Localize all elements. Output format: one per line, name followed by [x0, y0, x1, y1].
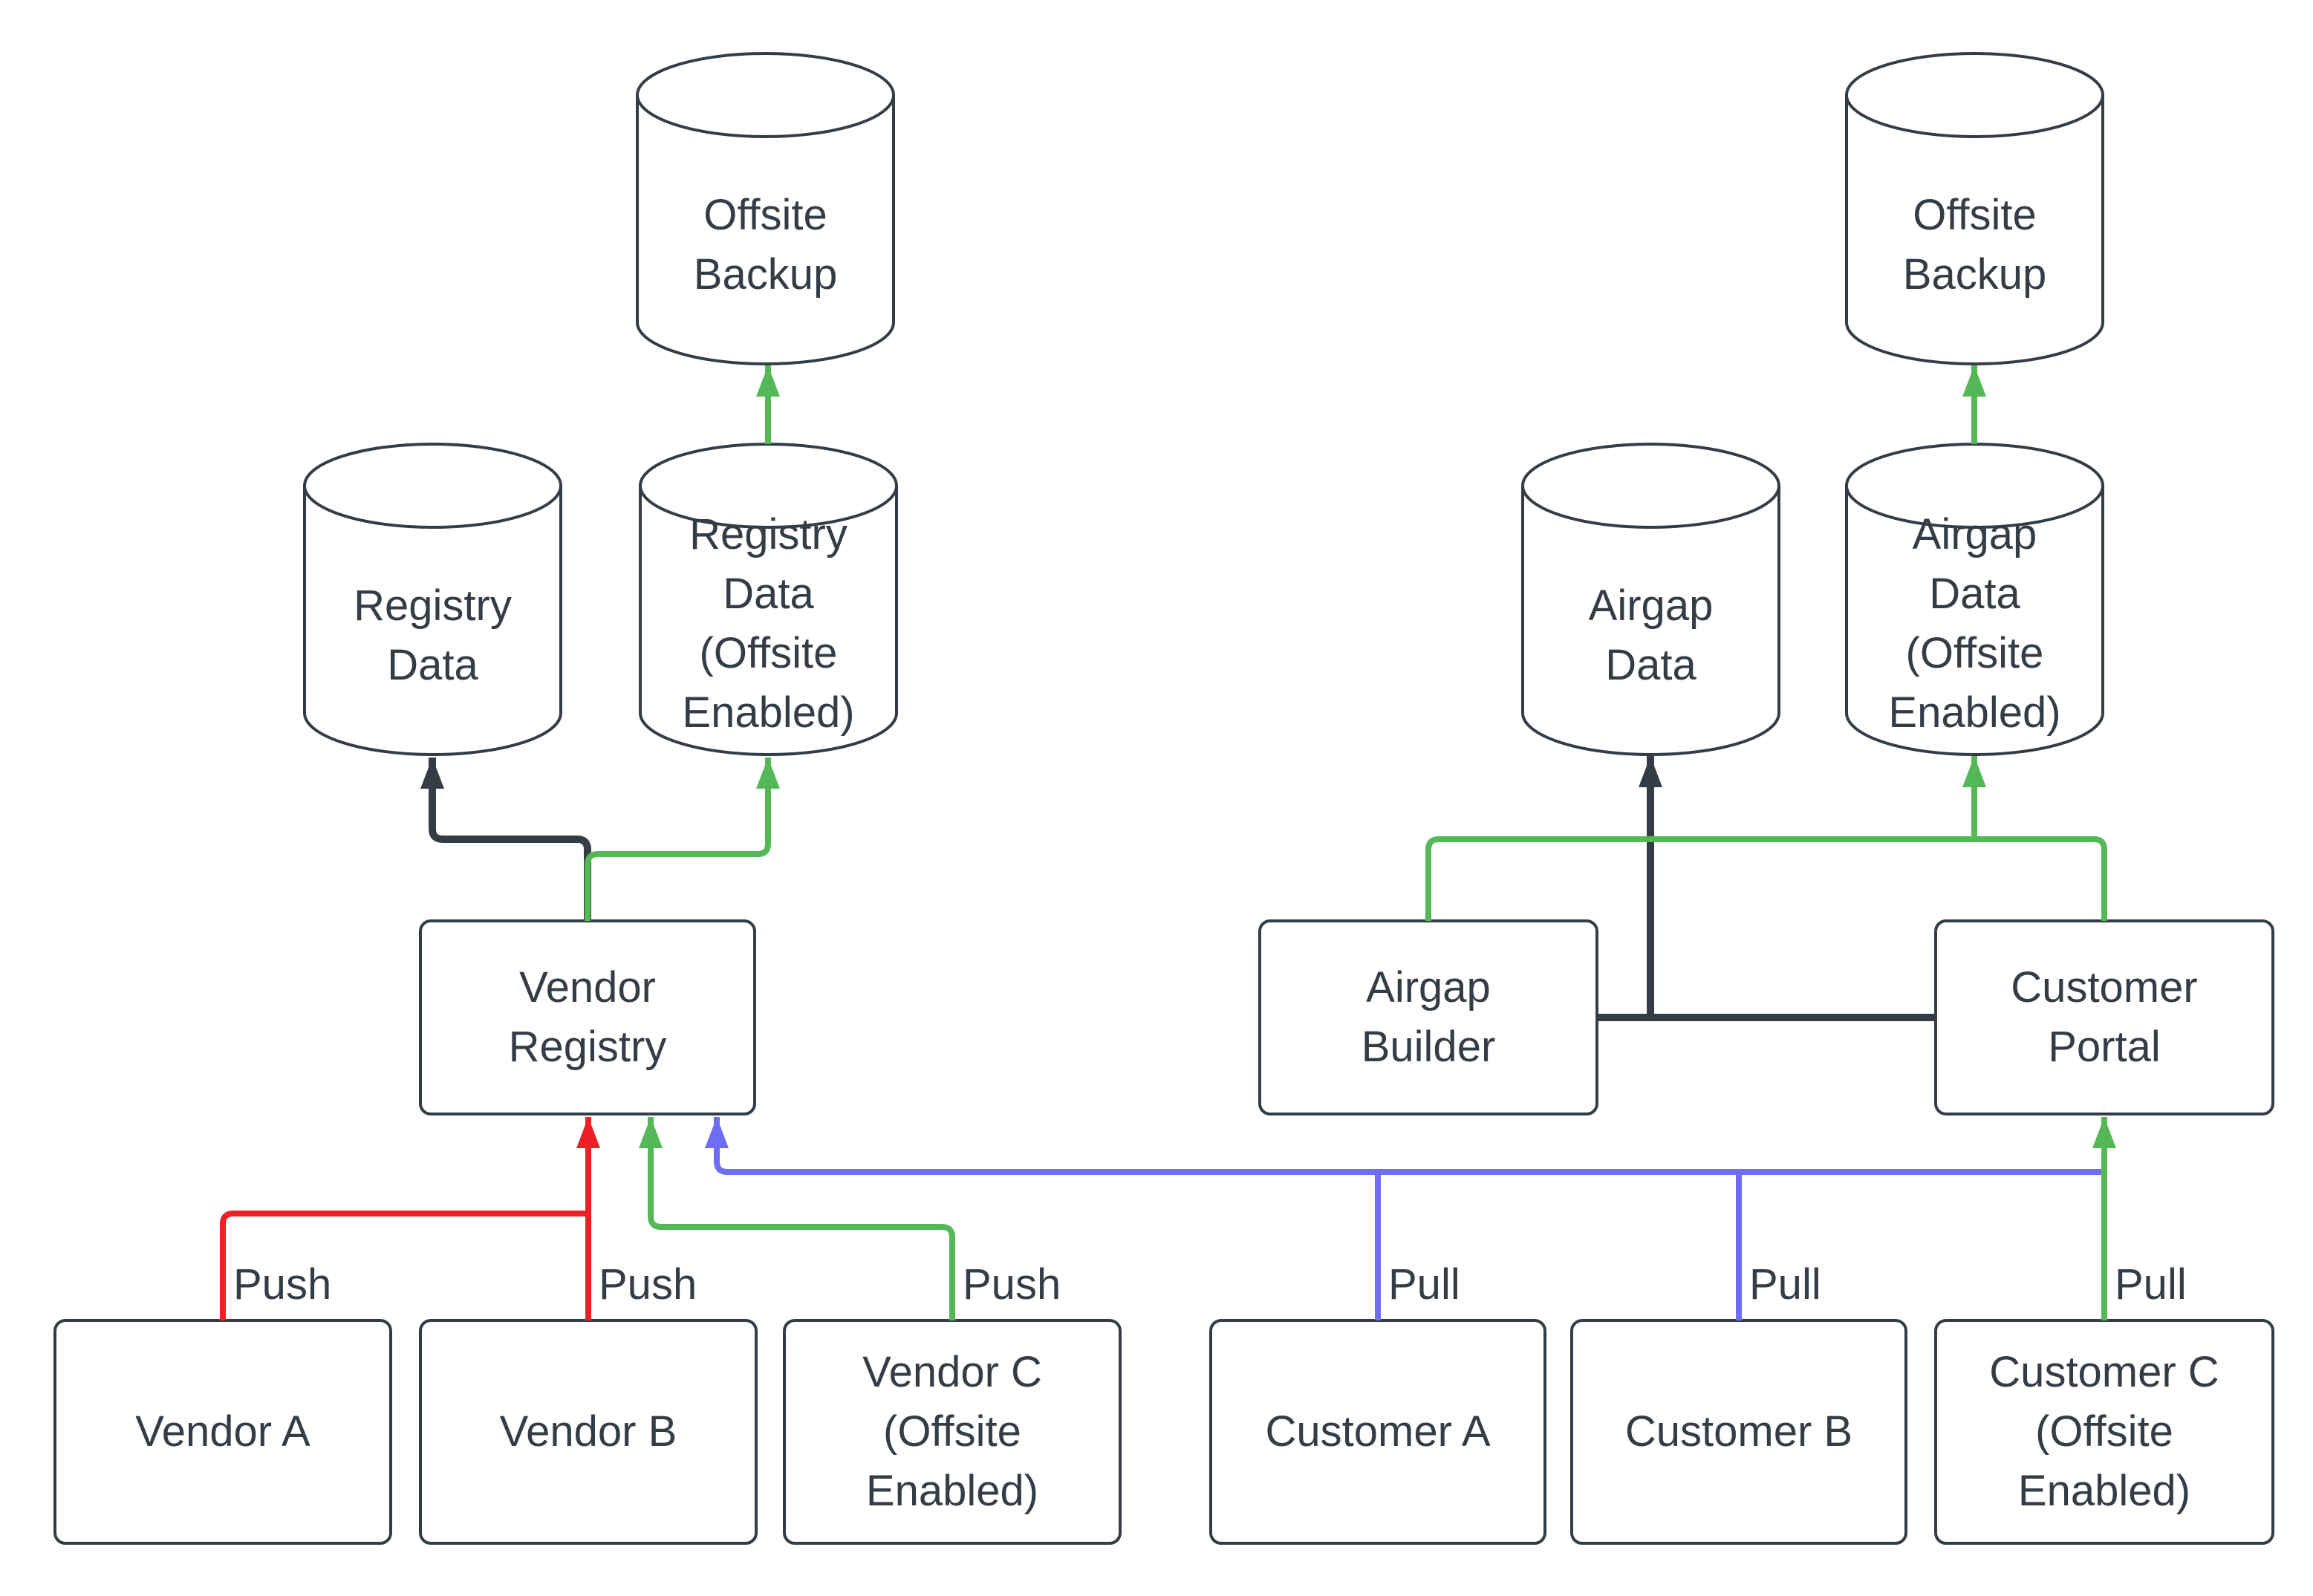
- edge-airgap-offsite-flow[interactable]: [1425, 756, 2107, 921]
- vendor-c-label: Vendor C (Offsite Enabled): [862, 1347, 1042, 1516]
- edge-vendor-c-push[interactable]: [639, 1117, 955, 1320]
- offsite-backup-left-label: Offsite Backup: [693, 190, 838, 299]
- vendor-registry-label: Vendor Registry: [508, 963, 667, 1071]
- edge-customers-pull-to-vendor-registry[interactable]: [717, 1117, 2104, 1320]
- customer-b-label: Customer B: [1624, 1407, 1853, 1456]
- customer-a-label: Customer A: [1265, 1407, 1491, 1456]
- pull-label-customer-b: Pull: [1749, 1260, 1821, 1309]
- edge-vendor-registry-to-registry-data-offsite[interactable]: [585, 758, 780, 921]
- registry-data-node[interactable]: [303, 443, 562, 756]
- offsite-backup-right-node[interactable]: [1845, 52, 2104, 365]
- registry-data-label: Registry Data: [354, 581, 512, 689]
- airgap-data-label: Airgap Data: [1588, 581, 1714, 689]
- registry-data-offsite-label: Registry Data (Offsite Enabled): [682, 509, 855, 737]
- registry-data-offsite-node[interactable]: [639, 443, 898, 756]
- vendor-a-label: Vendor A: [135, 1407, 310, 1456]
- airgap-data-offsite-label: Airgap Data (Offsite Enabled): [1888, 509, 2061, 737]
- edge-airgap-to-airgap-data[interactable]: [1597, 756, 1936, 1021]
- customer-portal-label: Customer Portal: [2011, 963, 2198, 1071]
- offsite-backup-right-label: Offsite Backup: [1902, 190, 2047, 299]
- push-label-vendor-c: Push: [963, 1260, 1061, 1309]
- vendor-b-label: Vendor B: [499, 1407, 677, 1456]
- push-label-vendor-b: Push: [599, 1260, 697, 1309]
- airgap-data-node[interactable]: [1521, 443, 1780, 756]
- airgap-data-offsite-node[interactable]: [1845, 443, 2104, 756]
- push-label-vendor-a: Push: [233, 1260, 332, 1309]
- pull-label-customer-c: Pull: [2115, 1260, 2187, 1309]
- edge-vendor-a-push[interactable]: [220, 1211, 588, 1320]
- offsite-backup-left-node[interactable]: [636, 52, 895, 365]
- pull-label-customer-a: Pull: [1388, 1260, 1460, 1309]
- airgap-builder-label: Airgap Builder: [1361, 963, 1496, 1071]
- edge-vendor-registry-to-registry-data[interactable]: [420, 758, 591, 921]
- customer-c-label: Customer C (Offsite Enabled): [1989, 1347, 2219, 1516]
